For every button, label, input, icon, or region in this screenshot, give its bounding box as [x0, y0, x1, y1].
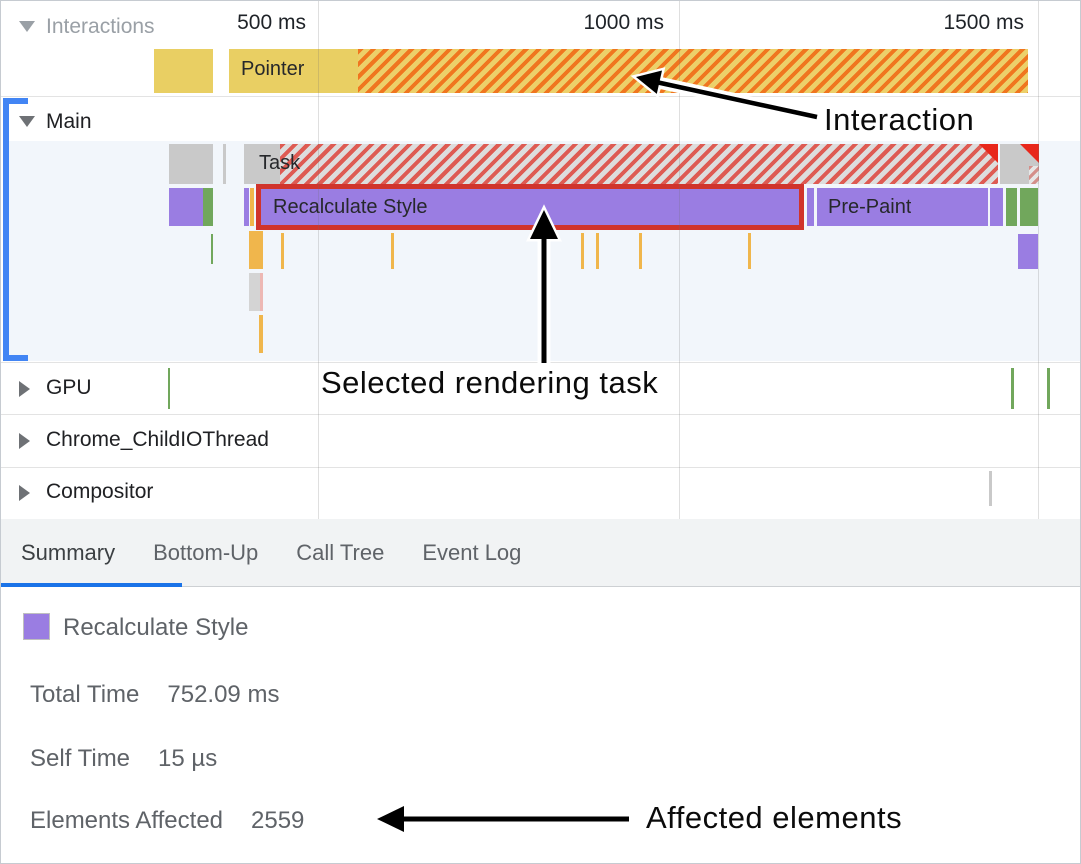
event-bar[interactable]	[807, 188, 814, 226]
main-track-focus-bracket-bottom	[3, 355, 28, 361]
recalc-style-event-bar[interactable]	[169, 188, 203, 226]
task-bar-label: Task	[259, 152, 301, 174]
event-bar[interactable]	[1006, 188, 1017, 226]
pointer-interaction-overrun-hatch	[358, 49, 1028, 93]
gpu-event-tick[interactable]	[1047, 368, 1050, 409]
pointer-interaction-label: Pointer	[241, 58, 305, 80]
track-divider	[1, 414, 1080, 415]
nested-event-tick[interactable]	[281, 233, 284, 269]
event-bar[interactable]	[1018, 234, 1038, 269]
interaction-event-bar[interactable]	[154, 49, 213, 93]
arrowhead-left-icon	[377, 806, 404, 832]
elements-affected-value: 2559	[251, 807, 305, 834]
tab-bottom-up[interactable]: Bottom-Up	[153, 539, 259, 565]
nested-event-tick[interactable]	[259, 315, 263, 353]
compositor-expand-icon[interactable]	[19, 485, 30, 506]
gpu-event-tick[interactable]	[1011, 368, 1014, 409]
self-time-value: 15 µs	[158, 745, 218, 772]
task-bar[interactable]	[1000, 144, 1039, 184]
track-divider	[1, 467, 1080, 468]
pointer-interaction-bar[interactable]: Pointer	[229, 49, 1028, 93]
io-thread-track-label[interactable]: Chrome_ChildIOThread	[46, 428, 269, 451]
nested-event-bar[interactable]	[249, 273, 263, 311]
selected-recalculate-style-bar[interactable]: Recalculate Style	[256, 184, 804, 230]
ruler-tick-1000ms: 1000 ms	[583, 11, 664, 34]
event-color-swatch	[23, 613, 50, 640]
task-bar[interactable]	[169, 144, 213, 184]
event-bar[interactable]	[244, 188, 249, 226]
compositor-event-tick[interactable]	[989, 471, 992, 506]
selected-tab-underline	[1, 583, 182, 587]
ruler-tick-500ms: 500 ms	[237, 11, 306, 34]
function-call-event-bar[interactable]	[203, 188, 213, 226]
tab-summary[interactable]: Summary	[21, 539, 116, 565]
summary-event-title: Recalculate Style	[63, 614, 249, 641]
long-task-bar[interactable]: Task	[244, 144, 998, 184]
nested-event-tick[interactable]	[748, 233, 751, 269]
ruler-tick-1500ms: 1500 ms	[943, 11, 1024, 34]
task-bar[interactable]	[223, 144, 226, 184]
gpu-event-tick[interactable]	[168, 368, 170, 409]
nested-event-tick[interactable]	[596, 233, 599, 269]
pre-paint-label: Pre-Paint	[828, 196, 912, 218]
total-time-value: 752.09 ms	[167, 681, 280, 708]
tab-call-tree[interactable]: Call Tree	[296, 539, 385, 565]
total-time-label: Total Time	[30, 681, 140, 708]
recalculate-style-label: Recalculate Style	[273, 195, 428, 218]
gpu-expand-icon[interactable]	[19, 381, 30, 402]
track-divider	[1, 362, 1080, 363]
task-hatch-sliver	[1029, 166, 1039, 184]
compositor-track-label[interactable]: Compositor	[46, 480, 154, 503]
long-task-warning-icon	[979, 144, 998, 163]
nested-event-tick[interactable]	[211, 234, 213, 264]
nested-event-tick[interactable]	[581, 233, 584, 269]
interactions-collapse-icon[interactable]	[19, 19, 35, 37]
track-divider	[1, 96, 1080, 97]
interactions-track-label[interactable]: Interactions	[46, 15, 155, 38]
long-task-warning-icon	[1020, 144, 1039, 163]
event-bar[interactable]	[990, 188, 1003, 226]
nested-event-tick[interactable]	[391, 233, 394, 269]
event-bar[interactable]	[1020, 188, 1038, 226]
interaction-annotation-label: Interaction	[824, 102, 975, 137]
summary-row-elements-affected: Elements Affected 2559	[30, 807, 304, 835]
affected-elements-annotation-label: Affected elements	[646, 800, 903, 835]
tab-event-log[interactable]: Event Log	[422, 539, 522, 565]
gpu-track-label[interactable]: GPU	[46, 376, 92, 399]
details-tab-bar: Summary Bottom-Up Call Tree Event Log	[1, 519, 1080, 587]
main-track-label[interactable]: Main	[46, 110, 92, 133]
event-bar[interactable]	[250, 188, 254, 226]
long-task-hatch	[280, 144, 998, 184]
main-collapse-icon[interactable]	[19, 114, 35, 132]
main-track-focus-bracket-top	[3, 98, 28, 104]
summary-row-total-time: Total Time 752.09 ms	[30, 681, 279, 709]
nested-event-tick[interactable]	[639, 233, 642, 269]
summary-row-self-time: Self Time 15 µs	[30, 745, 217, 773]
nested-event-bar[interactable]	[249, 231, 263, 269]
pre-paint-bar[interactable]: Pre-Paint	[817, 188, 988, 226]
selected-task-annotation-label: Selected rendering task	[321, 365, 659, 400]
io-thread-expand-icon[interactable]	[19, 433, 30, 454]
self-time-label: Self Time	[30, 745, 131, 772]
main-track-focus-bracket	[3, 98, 9, 361]
elements-affected-label: Elements Affected	[30, 807, 224, 834]
